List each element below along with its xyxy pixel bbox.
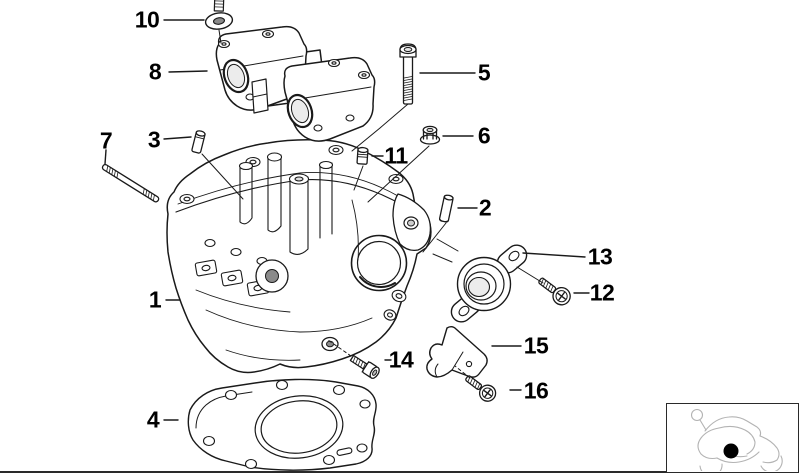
part-callout-3[interactable]: 3 xyxy=(147,126,161,153)
assembly-leader-lines xyxy=(201,29,544,379)
part-camshaft-carrier xyxy=(215,25,376,142)
part-seal-11 xyxy=(356,146,369,165)
part-cylinder-head xyxy=(166,139,432,374)
part-callout-7[interactable]: 7 xyxy=(99,127,113,154)
part-bracket-15 xyxy=(426,326,488,378)
black-dot-marker xyxy=(723,443,739,459)
part-screw-12 xyxy=(538,277,571,306)
part-callout-12[interactable]: 12 xyxy=(589,279,615,306)
part-callout-11[interactable]: 11 xyxy=(384,142,408,169)
part-head-gasket xyxy=(187,378,377,471)
part-screw-16 xyxy=(465,375,497,402)
part-callout-8[interactable]: 8 xyxy=(148,58,162,85)
part-bolt-14 xyxy=(349,354,380,379)
part-callout-2[interactable]: 2 xyxy=(478,194,492,221)
motorcycle-icon xyxy=(690,408,783,473)
part-callout-15[interactable]: 15 xyxy=(523,332,549,359)
part-callout-10[interactable]: 10 xyxy=(134,6,160,33)
part-callout-14[interactable]: 14 xyxy=(388,346,414,373)
part-washer-10 xyxy=(204,12,234,30)
part-callout-13[interactable]: 13 xyxy=(587,243,613,270)
part-bolt-5 xyxy=(399,43,417,105)
part-callout-6[interactable]: 6 xyxy=(477,122,491,149)
part-stud-7 xyxy=(101,163,160,203)
part-dowel-2 xyxy=(438,194,454,223)
part-callout-16[interactable]: 16 xyxy=(523,377,549,404)
part-screw-shank-top xyxy=(213,0,225,12)
part-cover-13 xyxy=(450,244,528,323)
callout-leader-lines xyxy=(104,19,590,421)
part-callout-5[interactable]: 5 xyxy=(477,59,491,86)
part-nut-6 xyxy=(419,125,441,145)
motorcycle-thumbnail-box xyxy=(666,403,799,473)
bottom-edge-bar xyxy=(0,471,799,473)
part-callout-1[interactable]: 1 xyxy=(148,286,162,313)
part-valve-guide-3 xyxy=(191,130,206,154)
part-callout-4[interactable]: 4 xyxy=(146,406,160,433)
